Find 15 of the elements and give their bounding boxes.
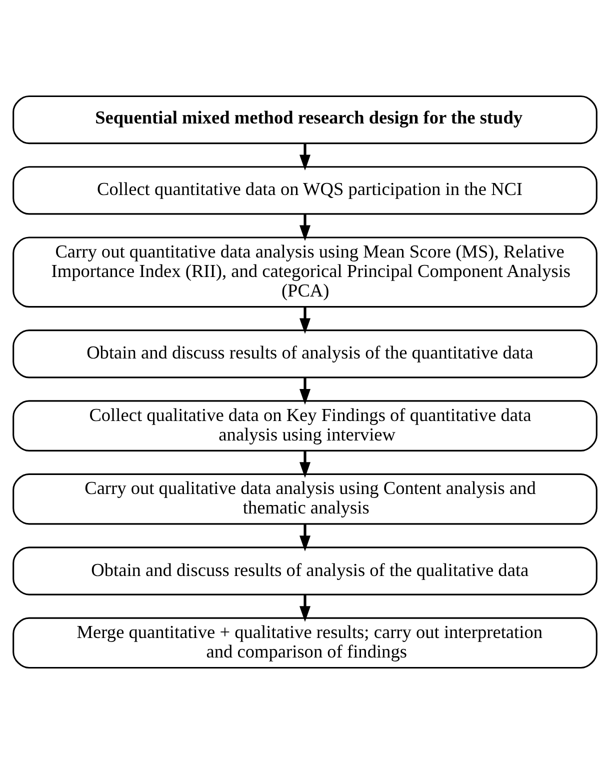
- node-box: Merge quantitative + qualitative results; carry out interpretation and comparison of findings: [12, 617, 598, 669]
- node-box: Carry out qualitative data analysis using Content analysis and thematic analysis: [12, 473, 598, 525]
- arrow: [300, 451, 310, 478]
- node-box: Carry out quantitative data analysis using Mean Score (MS), Relative Importance Index (RII), and categorical Principal Component Analysis (PCA): [12, 236, 598, 308]
- arrow: [300, 214, 310, 242]
- node-box: Collect qualitative data on Key Findings of quantitative data analysis using interview: [12, 400, 598, 452]
- node-box: Obtain and discuss results of analysis of the qualitative data: [12, 546, 598, 596]
- arrow: [300, 143, 310, 170]
- arrow: [300, 594, 310, 622]
- arrow: [300, 524, 310, 552]
- arrow: [300, 378, 310, 405]
- node-box: Obtain and discuss results of analysis of the quantitative data: [12, 330, 598, 378]
- arrow: [300, 307, 310, 334]
- node-box: Sequential mixed method research design for the study: [12, 95, 598, 144]
- node-box: Collect quantitative data on WQS participation in the NCI: [12, 166, 598, 215]
